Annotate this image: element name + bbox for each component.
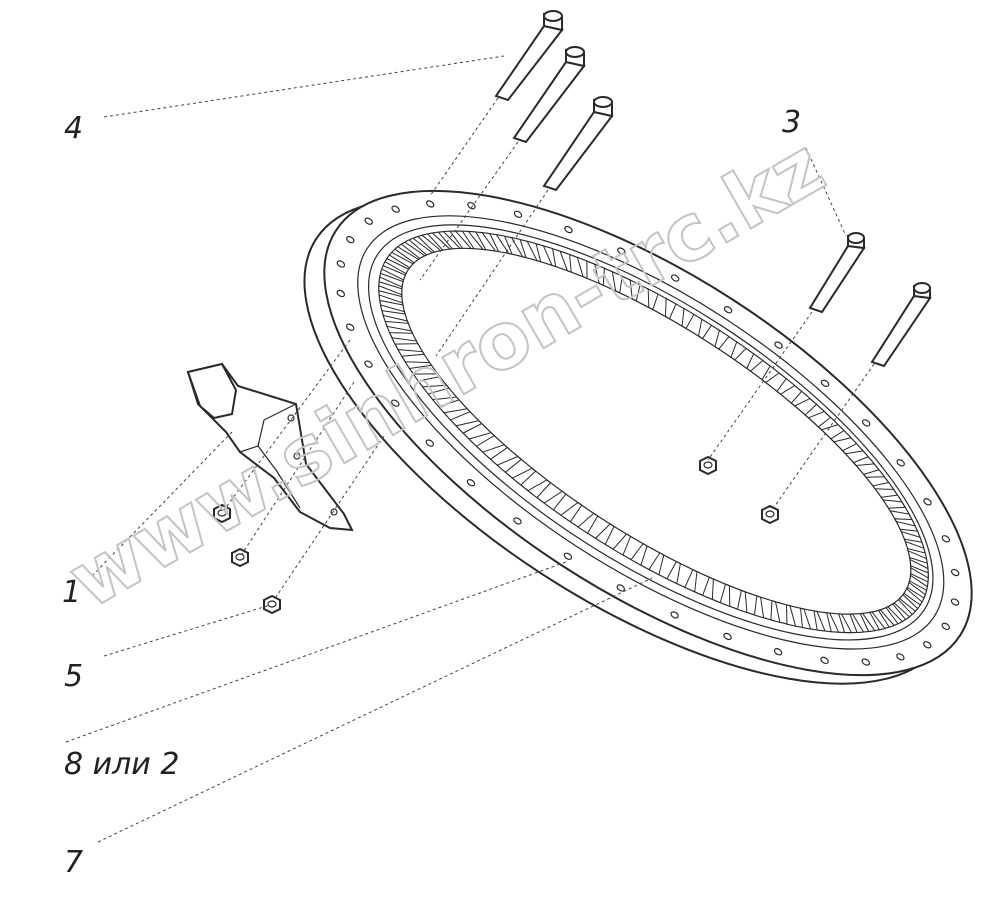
bolt-hole <box>616 584 626 592</box>
bolt-3 <box>542 96 614 192</box>
ring-groove <box>368 224 934 641</box>
bolt-4 <box>808 232 866 314</box>
label-1: 1 <box>62 575 81 610</box>
leader-1-c <box>273 435 385 601</box>
label-7: 7 <box>64 845 83 880</box>
label-4: 4 <box>64 111 83 146</box>
nut-4 <box>699 455 717 476</box>
leader-3-a <box>707 311 813 461</box>
bolt-hole <box>425 439 435 447</box>
bolt-hole <box>564 225 573 234</box>
bolt-hole <box>773 648 783 656</box>
bracket <box>186 362 354 532</box>
bolt-hole <box>950 598 960 606</box>
bolt-hole <box>861 658 871 666</box>
bolt-hole <box>923 498 932 506</box>
bolt-hole <box>513 517 522 525</box>
leader-4-b <box>419 141 519 281</box>
ring-face <box>323 189 973 677</box>
bolt-hole <box>670 611 679 619</box>
bolt-hole <box>820 379 830 387</box>
leader-lines <box>65 55 875 843</box>
callout-labels: 4 3 1 5 8 или 2 7 <box>62 105 801 880</box>
bolt-hole <box>336 260 346 268</box>
nut-2 <box>231 547 249 568</box>
nut-5 <box>761 504 779 525</box>
bolt-hole <box>563 552 573 560</box>
leader-1-a <box>223 339 351 511</box>
bolt-hole <box>950 568 960 577</box>
leader-1-b <box>241 381 355 555</box>
bracket-edge <box>257 403 297 447</box>
bolt-hole <box>896 653 905 661</box>
bolt-5 <box>870 282 932 368</box>
bolt-hole <box>941 535 951 543</box>
ring-bolt-holes <box>336 200 960 666</box>
leader-3 <box>805 147 847 237</box>
ring-tooth-tip <box>401 247 912 615</box>
nut-1 <box>213 503 231 524</box>
bolt-hole <box>820 656 829 665</box>
bolt-hole <box>364 217 373 225</box>
leader-8 <box>65 561 567 743</box>
bracket-hook <box>186 362 238 420</box>
leader-4 <box>103 55 505 118</box>
bolt-2 <box>512 46 586 144</box>
bracket-hole-1 <box>287 414 295 422</box>
label-8-or-2: 8 или 2 <box>64 747 179 782</box>
bolt-hole <box>425 200 435 208</box>
bolt-hole <box>861 419 871 427</box>
leader-5 <box>103 604 271 657</box>
bolt-hole <box>466 479 476 487</box>
leader-4-a <box>429 97 499 197</box>
nut-3 <box>263 594 281 615</box>
bolt-hole <box>723 632 732 641</box>
bolt-hole <box>723 306 733 314</box>
bolt-hole <box>896 459 905 467</box>
bracket-fold <box>239 445 301 509</box>
bolt-hole <box>513 210 523 218</box>
bolt-hole <box>941 622 950 631</box>
bracket-hole-2 <box>293 452 301 460</box>
gear-ring <box>303 189 973 685</box>
ring-teeth <box>378 230 929 634</box>
label-3: 3 <box>782 105 801 140</box>
bolt-hole <box>774 341 783 349</box>
bolt-hole <box>467 201 476 210</box>
bolt-hole <box>923 641 932 649</box>
bolt-1 <box>494 10 564 102</box>
bolt-hole <box>346 235 355 244</box>
bolt-hole <box>617 247 626 255</box>
leader-7 <box>97 577 653 843</box>
bolts <box>494 10 932 368</box>
bolt-hole <box>336 289 346 298</box>
bolt-hole <box>391 205 400 213</box>
bolt-hole <box>670 274 680 282</box>
label-5: 5 <box>64 659 83 694</box>
bolt-hole <box>345 323 355 331</box>
nuts <box>213 455 779 615</box>
bolt-hole <box>364 360 373 368</box>
bolt-hole <box>391 399 400 407</box>
ring-inner-edge <box>357 215 945 650</box>
bracket-hole-3 <box>330 508 338 516</box>
